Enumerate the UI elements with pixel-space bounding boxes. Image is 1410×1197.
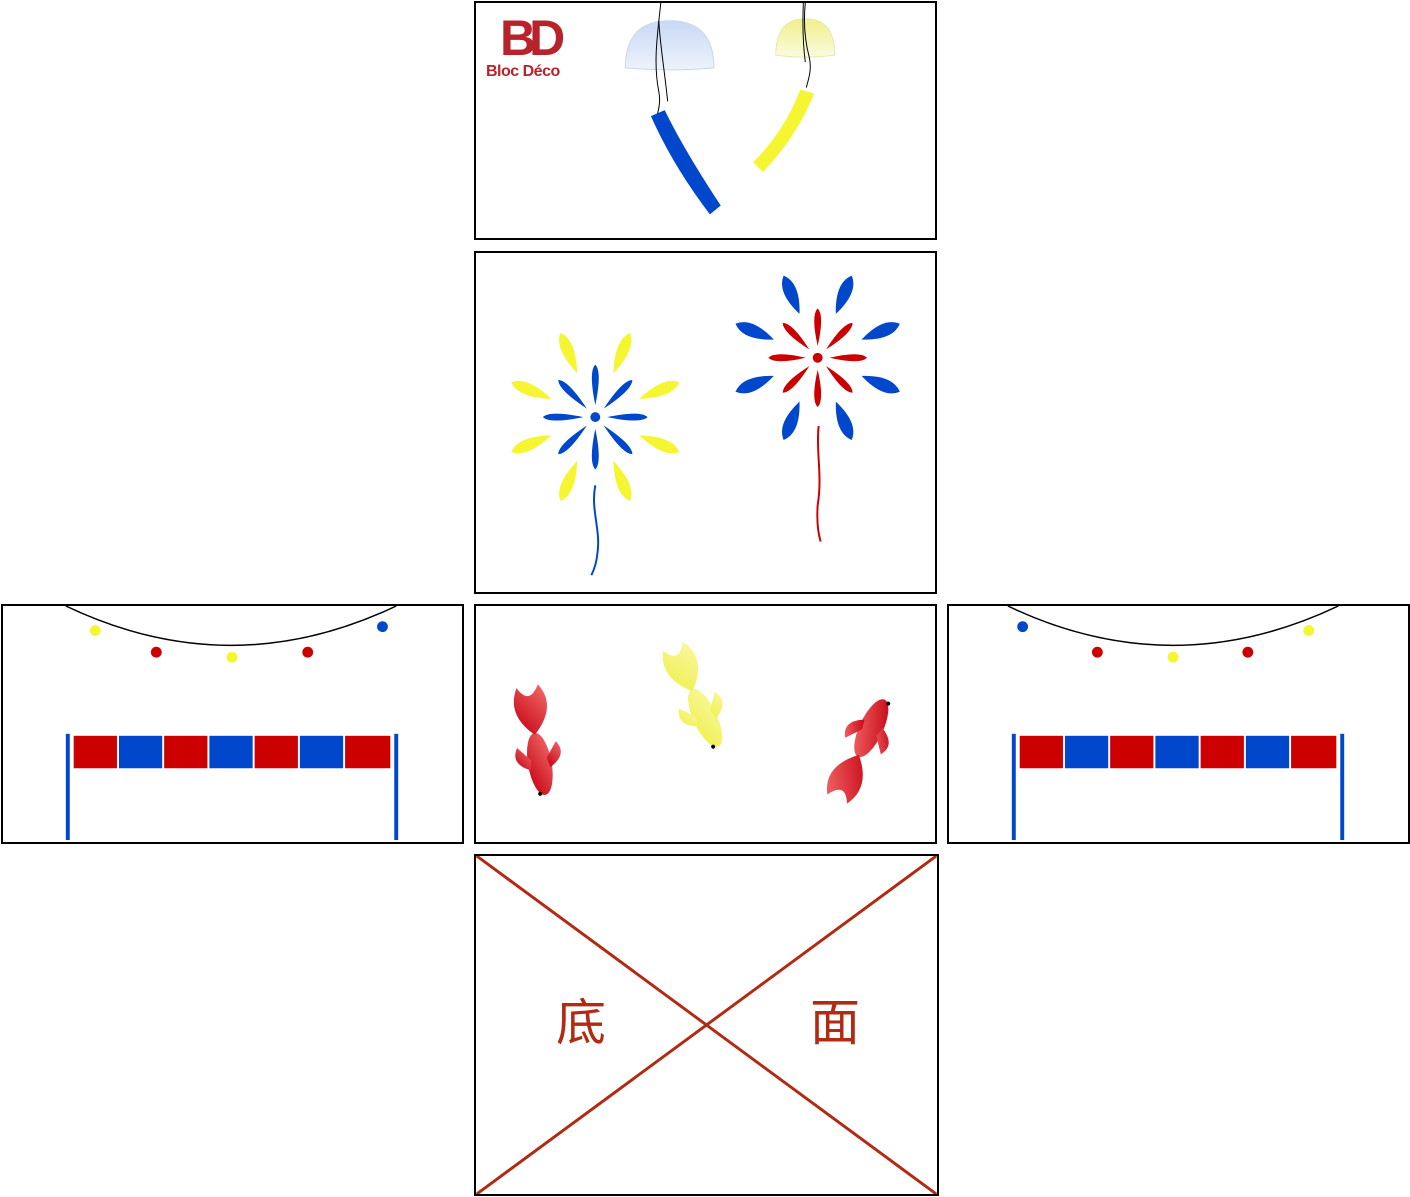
goldfish-icon-yellow: [662, 641, 723, 749]
lantern-dot: [1303, 625, 1315, 636]
fireworks-illustration: [511, 275, 900, 576]
firework-icon-center: [812, 352, 823, 363]
firework-icon-inner-petal: [782, 322, 810, 350]
firework-icon-inner-petal: [558, 380, 587, 409]
firework-icon-center: [590, 412, 601, 423]
firework-icon-inner-petal: [782, 366, 810, 393]
lantern-dot: [302, 646, 314, 658]
firework-icon-tail: [590, 485, 600, 576]
firework-icon-inner-petal: [591, 364, 599, 406]
firework-icon-outer-petal: [835, 401, 854, 440]
firework-icon-inner-petal: [826, 322, 853, 350]
firework-icon-inner-petal: [826, 366, 853, 393]
wind-chime-icon-yellow: [753, 3, 836, 173]
bottom-label-right: 面: [810, 994, 860, 1052]
lantern-dot: [150, 646, 162, 658]
firework-icon-inner-petal: [814, 369, 822, 408]
goldfish-panel: [474, 604, 937, 844]
firework-icon-outer-petal: [782, 401, 800, 440]
wind-chime-icon-blue: [624, 3, 721, 215]
lantern-dot: [226, 651, 238, 663]
firework-icon-tail: [816, 425, 822, 542]
firework-icon-inner-petal: [591, 428, 599, 470]
wind-chimes-illustration: [624, 3, 836, 215]
firework-icon-outer-petal: [639, 380, 680, 399]
goldfish-icon-red-left: [513, 684, 561, 796]
firework-icon-outer-petal: [613, 460, 632, 502]
firework-icon-inner-petal: [603, 425, 633, 455]
bottom-label-left: 底: [556, 994, 606, 1052]
lantern-dot: [89, 625, 101, 636]
bottom-cross: [476, 856, 937, 1194]
firework-icon-outer-petal: [735, 375, 774, 394]
firework-icon-outer-petal: [861, 322, 900, 340]
firework-icon-outer-petal: [782, 275, 800, 314]
firework-icon-inner-petal: [607, 413, 648, 421]
lantern-string-icon: [65, 606, 397, 646]
firework-icon-outer-petal: [559, 333, 578, 374]
fireworks-panel: [474, 251, 937, 594]
lantern-dot: [1017, 621, 1029, 633]
firework-icon-outer-petal: [559, 460, 578, 502]
firework-icon-outer-petal: [735, 322, 774, 340]
firework-icon-outer-petal: [613, 333, 632, 374]
lantern-dot: [1167, 651, 1179, 663]
firework-icon-inner-petal: [603, 380, 633, 409]
festival-stall-right: [1007, 606, 1345, 841]
firework-icon-outer-petal: [511, 435, 552, 454]
bunting-icon: [1011, 733, 1345, 841]
firework-icon-inner-petal: [558, 425, 587, 455]
top-panel: BD Bloc Déco: [474, 1, 937, 240]
lantern-dot: [377, 621, 388, 633]
firework-icon-inner-petal: [814, 308, 822, 346]
festival-stall-left: [65, 606, 399, 841]
firework-icon-outer-petal: [861, 375, 900, 394]
firework-icon-outer-petal: [639, 435, 680, 454]
goldfish-icon-red-right: [826, 699, 891, 804]
lantern-dot: [1091, 646, 1103, 658]
firework-icon-outer-petal: [511, 380, 552, 399]
firework-icon-inner-petal: [542, 413, 584, 421]
firework-icon-inner-petal: [768, 354, 806, 362]
firework-icon-outer-petal: [835, 275, 854, 314]
goldfish-illustration: [513, 641, 891, 804]
firework-icon-inner-petal: [829, 354, 868, 362]
lantern-dot: [1242, 646, 1254, 658]
bunting-icon: [65, 733, 399, 841]
right-side-panel: [947, 604, 1410, 844]
bottom-panel: 底 面: [474, 854, 939, 1196]
lantern-string-icon: [1007, 606, 1339, 646]
logo-brand-name: Bloc Déco: [486, 63, 560, 80]
left-side-panel: [1, 604, 464, 844]
